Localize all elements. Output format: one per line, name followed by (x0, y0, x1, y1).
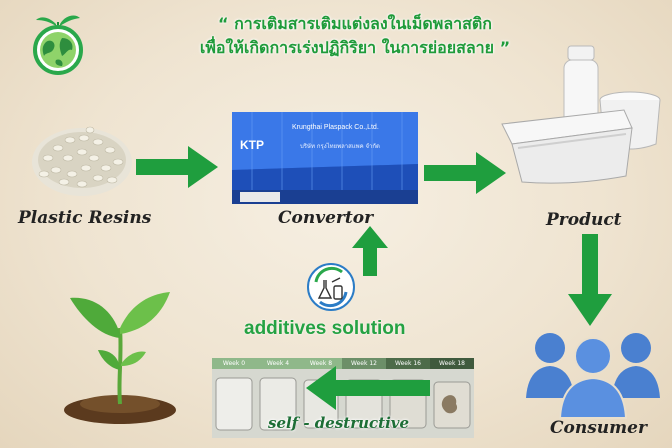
week-4-label: Week 4 (266, 360, 290, 367)
factory-sign-company: Krungthai Plaspack Co.,Ltd. (292, 124, 379, 131)
degradation-photo-strip (212, 358, 474, 438)
consumer-label: Consumer (550, 418, 647, 438)
plastic-resins-label: Plastic Resins (18, 208, 152, 228)
week-12-label: Week 12 (351, 360, 377, 367)
lab-flask-cycle-icon (307, 263, 355, 311)
page-title: “ การเติมสารเติมแต่งลงในเม็ดพลาสติก เพื่… (120, 12, 590, 60)
week-16-label: Week 16 (395, 360, 421, 367)
factory-logo: KTP (240, 138, 264, 152)
additives-label: additives solution (244, 318, 406, 339)
factory-building-image (232, 112, 418, 204)
eco-globe-icon (33, 15, 83, 75)
title-line-1: “ การเติมสารเติมแต่งลงในเม็ดพลาสติก (218, 14, 492, 33)
convertor-label: Convertor (278, 208, 374, 228)
product-containers-image (501, 45, 661, 184)
self-destructive-label: self - destructive (268, 414, 410, 432)
arrow-convertor-to-product (424, 152, 506, 194)
week-18-label: Week 18 (439, 360, 465, 367)
arrow-product-to-consumer (568, 234, 612, 326)
arrow-resins-to-convertor (136, 146, 218, 188)
seedling-icon (64, 292, 176, 424)
week-0-label: Week 0 (222, 360, 246, 367)
product-label: Product (546, 210, 622, 230)
arrow-degradation-left (306, 366, 430, 410)
arrow-additives-to-convertor (352, 226, 388, 276)
title-line-2: เพื่อให้เกิดการเร่งปฏิกิริยา ในการย่อยสล… (199, 38, 511, 57)
week-8-label: Week 8 (309, 360, 333, 367)
people-group-icon (526, 333, 660, 419)
factory-sign-company-thai: บริษัท กรุงไทยพลาสแพค จำกัด (300, 143, 380, 150)
plastic-resins-image (32, 126, 132, 196)
